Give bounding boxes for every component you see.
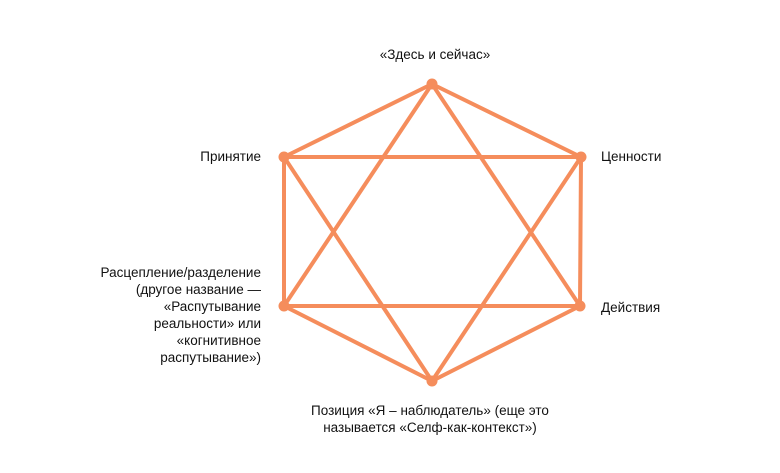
node-lower-left	[278, 300, 290, 312]
label-acceptance: Принятие	[200, 149, 261, 164]
node-upper-right	[575, 151, 587, 163]
node-lower-right	[574, 300, 586, 312]
edge-top-upper-right	[430, 82, 583, 159]
node-upper-left	[278, 151, 290, 163]
edge-bottom-lower-left	[282, 304, 434, 383]
label-actions: Действия	[601, 300, 661, 315]
label-defusion: Расцепление/разделение (другое название …	[100, 265, 261, 365]
label-observer-self: Позиция «Я – наблюдатель» (еще это назыв…	[311, 403, 549, 435]
edge-upper-left-top	[282, 82, 434, 159]
node-bottom	[426, 375, 438, 387]
edge-upper-right-bottom	[430, 155, 583, 383]
edge-lower-right-bottom	[430, 304, 582, 383]
edge-upper-right-lower-right	[578, 155, 583, 308]
edge-top-lower-left	[282, 82, 434, 308]
node-top	[426, 78, 438, 90]
edge-lower-right-top	[430, 82, 582, 308]
label-here-and-now: «Здесь и сейчас»	[379, 47, 491, 62]
edge-bottom-upper-left	[282, 155, 434, 383]
label-values: Ценности	[601, 149, 662, 164]
